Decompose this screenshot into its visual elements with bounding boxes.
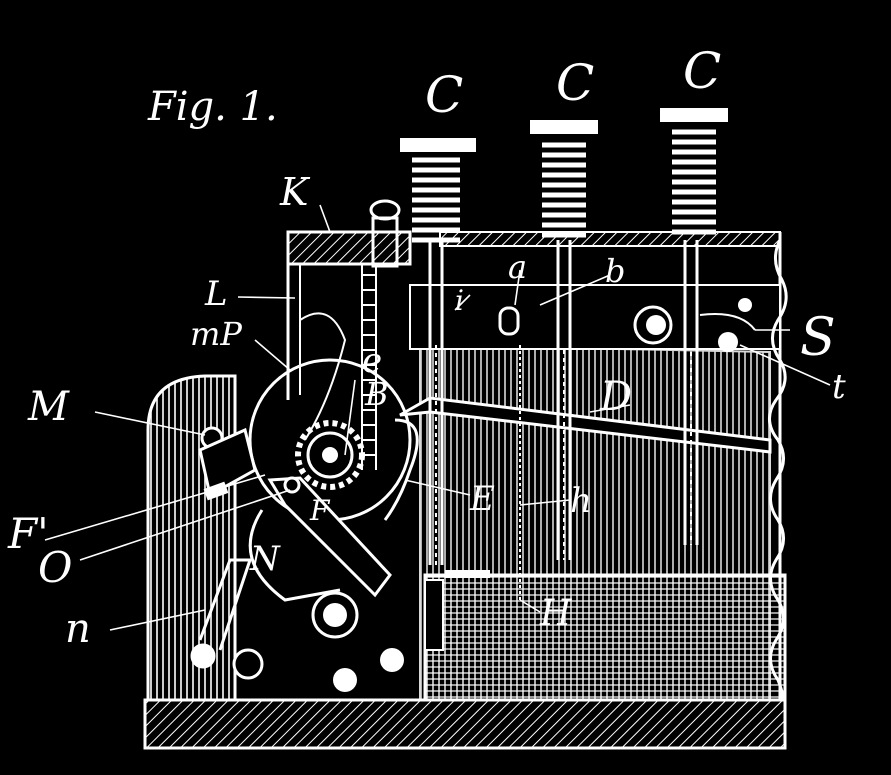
dashed-guides xyxy=(435,345,692,565)
label-D: D xyxy=(599,374,632,420)
screw-C3 xyxy=(660,108,728,545)
label-C1: C xyxy=(425,66,463,124)
lever-N xyxy=(248,476,392,639)
lever-D xyxy=(399,396,772,454)
label-H: H xyxy=(539,593,572,634)
label-F-small: F xyxy=(309,494,331,527)
label-S: S xyxy=(800,308,836,368)
screw-C1 xyxy=(400,138,476,565)
label-mp: mP xyxy=(190,315,242,353)
label-O: O xyxy=(38,543,72,592)
label-B: B xyxy=(364,375,389,413)
top-bolt xyxy=(369,199,401,268)
label-t: t xyxy=(832,367,846,407)
cam-arm xyxy=(299,312,347,441)
label-E: E xyxy=(469,479,495,519)
hub-H xyxy=(423,570,787,702)
label-F-prime: F' xyxy=(7,509,49,558)
label-b: b xyxy=(605,252,625,290)
spring-n xyxy=(190,558,404,692)
label-e: e xyxy=(362,341,382,381)
figure-title: Fig. 1. xyxy=(147,84,278,130)
pivot-M xyxy=(198,426,257,501)
label-K: K xyxy=(279,170,311,214)
label-M: M xyxy=(27,384,70,430)
label-C2: C xyxy=(556,54,594,112)
latch-a xyxy=(498,306,521,600)
gear-B xyxy=(295,420,365,490)
label-a: a xyxy=(508,248,527,286)
base-plate xyxy=(143,698,787,750)
upper-plate xyxy=(409,284,781,350)
label-C3: C xyxy=(683,42,721,100)
label-L: L xyxy=(204,274,228,314)
break-line xyxy=(768,239,788,702)
label-n: n xyxy=(65,606,91,652)
label-h: h xyxy=(570,481,592,521)
screw-C2 xyxy=(530,120,598,560)
roller-S xyxy=(633,298,756,352)
label-i: i xyxy=(455,284,464,317)
pawl-hook xyxy=(383,418,419,521)
label-N: N xyxy=(249,539,281,579)
